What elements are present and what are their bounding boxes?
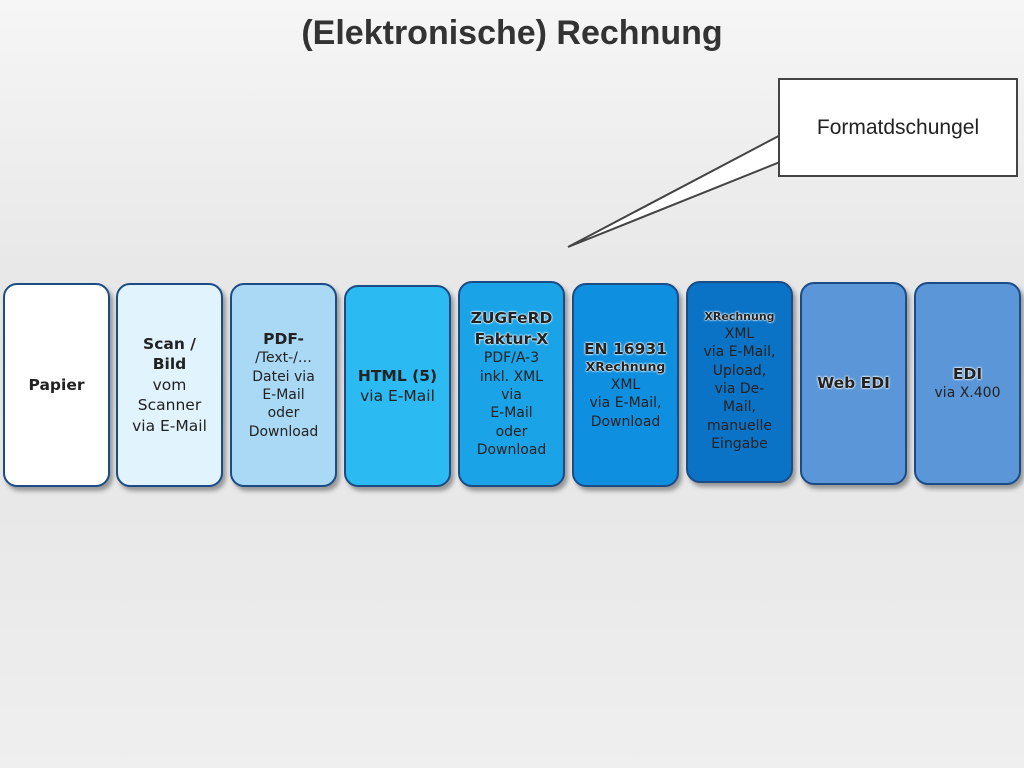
card-zugferd-line-4: inkl. XML — [479, 368, 544, 385]
card-pdf-line-2: /Text-/… — [255, 350, 312, 367]
card-xrechnung-line-4: Upload, — [712, 362, 767, 379]
card-en16931-line-4: via E-Mail, — [589, 395, 662, 412]
card-scan-line-1: Scan / — [143, 334, 196, 353]
card-html: HTML (5) via E-Mail — [344, 285, 451, 487]
card-edi-line-2: via X.400 — [934, 385, 1001, 402]
card-zugferd-line-2: Faktur-X — [474, 329, 549, 348]
card-en16931-line-2: XRechnung — [585, 359, 666, 375]
card-pdf-line-4: E-Mail — [262, 386, 305, 403]
card-webedi: Web EDI — [800, 282, 907, 485]
card-en16931: EN 16931 XRechnung XML via E-Mail, Downl… — [572, 283, 679, 487]
card-html-line-2: via E-Mail — [360, 387, 435, 405]
card-en16931-line-1: EN 16931 — [584, 339, 667, 358]
callout-box: Formatdschungel — [778, 78, 1018, 177]
card-pdf-line-5: oder — [267, 405, 300, 422]
card-xrechnung-line-8: Eingabe — [711, 436, 768, 453]
card-edi: EDI via X.400 — [914, 282, 1021, 485]
card-xrechnung-line-1: XRechnung — [704, 310, 775, 324]
card-xrechnung-line-2: XML — [724, 325, 755, 342]
card-scan: Scan / Bild vom Scanner via E-Mail — [116, 283, 223, 487]
card-en16931-line-5: Download — [590, 413, 661, 430]
card-papier-label: Papier — [28, 375, 85, 394]
card-scan-line-3: vom — [152, 375, 187, 394]
card-zugferd: ZUGFeRD Faktur-X PDF/A-3 inkl. XML via E… — [458, 281, 565, 487]
card-pdf: PDF- /Text-/… Datei via E-Mail oder Down… — [230, 283, 337, 487]
card-xrechnung-line-3: via E-Mail, — [703, 344, 776, 361]
card-xrechnung: XRechnung XML via E-Mail, Upload, via De… — [686, 281, 793, 483]
card-pdf-line-6: Download — [248, 423, 319, 440]
card-zugferd-line-1: ZUGFeRD — [470, 309, 553, 328]
card-xrechnung-line-5: via De- — [714, 381, 765, 398]
card-zugferd-line-3: PDF/A-3 — [483, 350, 540, 367]
card-zugferd-line-5: via — [501, 386, 522, 403]
card-scan-line-2: Bild — [152, 355, 187, 374]
card-zugferd-line-6: E-Mail — [490, 405, 533, 422]
card-papier: Papier — [3, 283, 110, 487]
card-en16931-line-3: XML — [610, 376, 641, 393]
card-zugferd-line-8: Download — [476, 442, 547, 459]
card-webedi-label: Web EDI — [817, 374, 890, 393]
card-scan-line-5: via E-Mail — [132, 416, 207, 435]
card-html-line-1: HTML (5) — [357, 366, 438, 385]
page-title: (Elektronische) Rechnung — [301, 14, 723, 52]
callout-text: Formatdschungel — [816, 115, 980, 139]
card-zugferd-line-7: oder — [495, 423, 528, 440]
card-scan-line-4: Scanner — [137, 396, 202, 415]
card-pdf-line-1: PDF- — [263, 329, 304, 348]
card-pdf-line-3: Datei via — [252, 368, 315, 385]
card-xrechnung-line-7: manuelle — [707, 417, 772, 434]
card-xrechnung-line-6: Mail, — [723, 399, 756, 416]
card-edi-line-1: EDI — [952, 365, 983, 384]
